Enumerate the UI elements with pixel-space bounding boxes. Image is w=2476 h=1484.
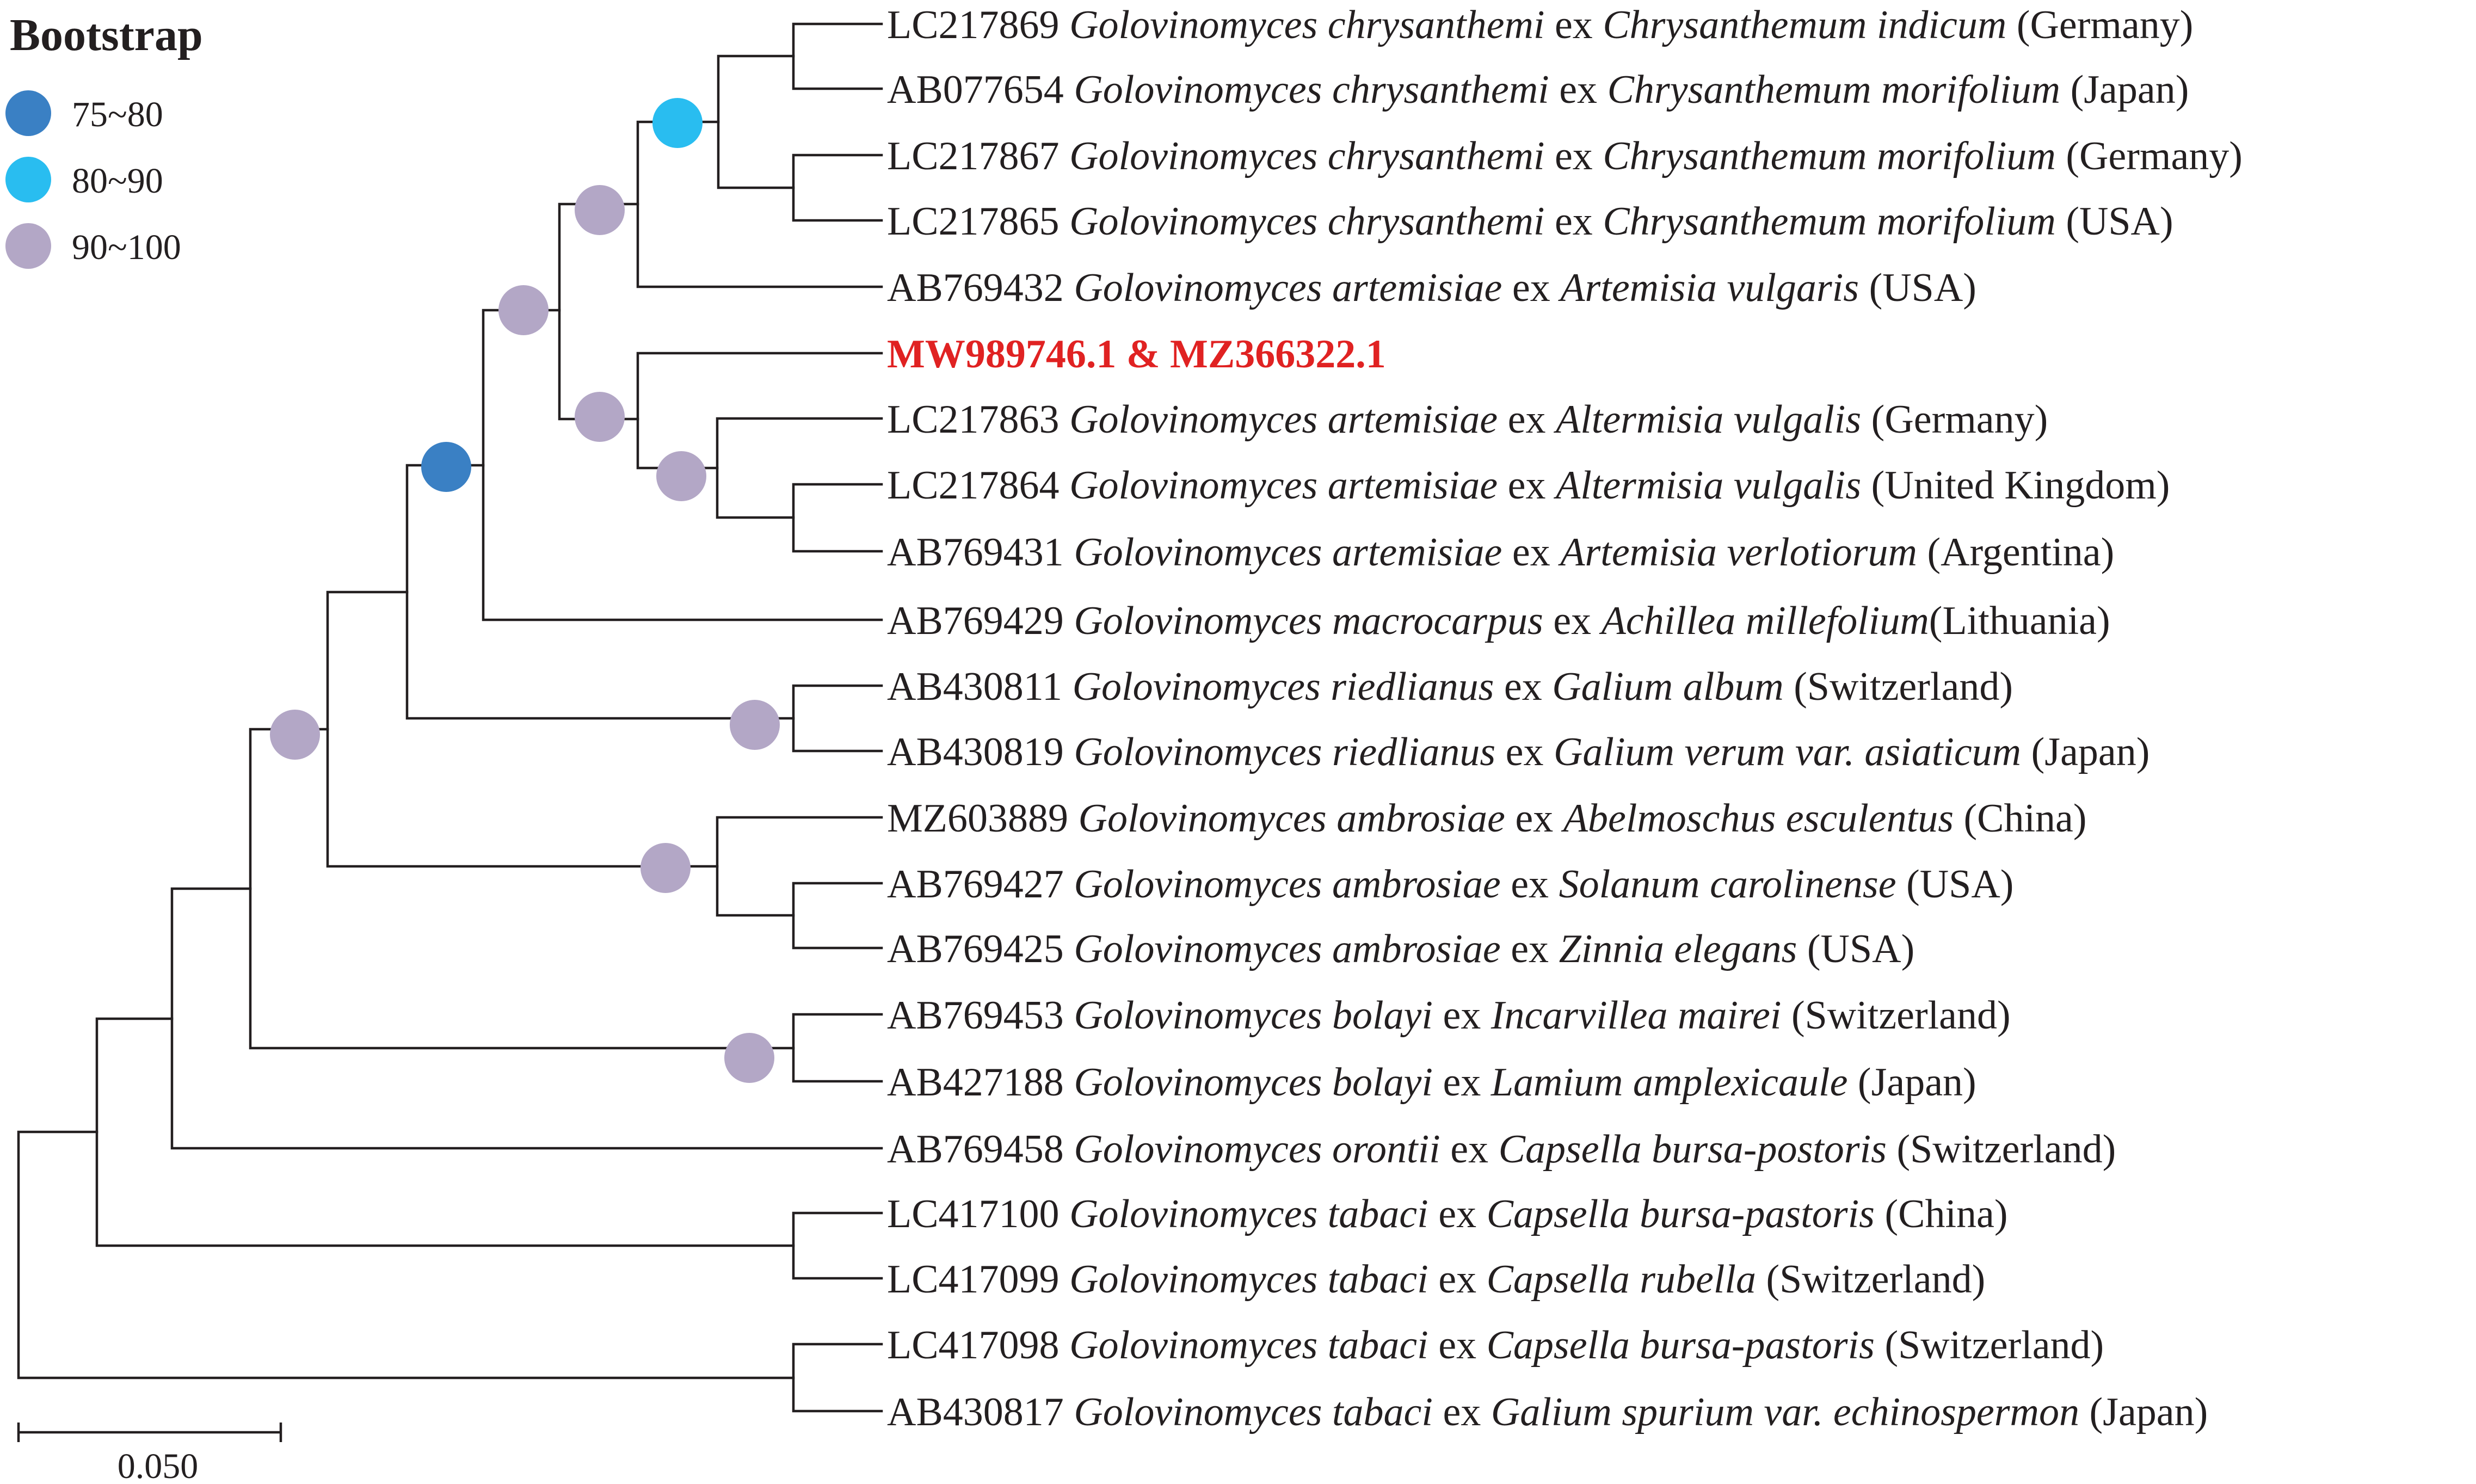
branch <box>249 728 795 1050</box>
taxon-label: LC417100 Golovinomyces tabaci ex Capsell… <box>887 1192 2008 1236</box>
bootstrap-node <box>421 442 471 492</box>
branch <box>716 816 883 917</box>
branch <box>326 590 719 868</box>
taxon-label: AB769429 Golovinomyces macrocarpus ex Ac… <box>887 599 2110 643</box>
taxon-label: LC217867 Golovinomyces chrysanthemi ex C… <box>887 134 2243 178</box>
branch <box>636 352 883 470</box>
taxon-label: AB769458 Golovinomyces orontii ex Capsel… <box>887 1127 2116 1172</box>
branch <box>792 483 883 553</box>
taxon-label: LC417098 Golovinomyces tabaci ex Capsell… <box>887 1323 2104 1368</box>
branch <box>792 882 883 950</box>
scale-bar: 0.050 <box>17 1423 282 1484</box>
branch <box>95 1017 795 1247</box>
branch <box>558 202 639 421</box>
taxon-label: LC217865 Golovinomyces chrysanthemi ex C… <box>887 199 2173 244</box>
legend-title: Bootstrap <box>10 10 203 60</box>
taxon-label: LC417099 Golovinomyces tabaci ex Capsell… <box>887 1257 1985 1302</box>
branch <box>792 684 883 753</box>
taxon-label: AB427188 Golovinomyces bolayi ex Lamium … <box>887 1060 1976 1105</box>
taxon-label: AB769432 Golovinomyces artemisiae ex Art… <box>887 266 1976 310</box>
taxon-label: LC217869 Golovinomyces chrysanthemi ex C… <box>887 3 2193 47</box>
taxon-label: AB769453 Golovinomyces bolayi ex Incarvi… <box>887 993 2011 1038</box>
bootstrap-node <box>640 843 691 893</box>
branch <box>170 887 883 1150</box>
legend-swatch-75-80 <box>5 90 51 136</box>
bootstrap-node <box>656 451 706 501</box>
support-nodes <box>270 98 780 1083</box>
legend-label-75-80: 75~80 <box>72 95 163 134</box>
taxon-label: AB430817 Golovinomyces tabaci ex Galium … <box>887 1390 2208 1434</box>
bootstrap-node <box>498 285 549 335</box>
taxon-label: AB430811 Golovinomyces riedlianus ex Gal… <box>887 664 2013 709</box>
taxon-label: LC217864 Golovinomyces artemisiae ex Alt… <box>887 463 2170 508</box>
taxon-labels: LC217869 Golovinomyces chrysanthemi ex C… <box>887 3 2243 1434</box>
branch <box>17 1130 795 1380</box>
branch <box>792 1211 883 1280</box>
legend-swatch-80-90 <box>5 157 51 202</box>
taxon-label: AB769425 Golovinomyces ambrosiae ex Zinn… <box>887 927 1914 971</box>
highlighted-taxon-label: MW989746.1 & MZ366322.1 <box>887 332 1386 377</box>
legend-label-80-90: 80~90 <box>72 161 163 201</box>
branch <box>792 1343 883 1413</box>
taxon-label: AB077654 Golovinomyces chrysanthemi ex C… <box>887 67 2189 112</box>
taxon-label: AB769431 Golovinomyces artemisiae ex Art… <box>887 530 2114 575</box>
branch <box>792 153 883 222</box>
branch <box>717 54 795 189</box>
legend-label-90-100: 90~100 <box>72 227 181 267</box>
taxon-label: LC217863 Golovinomyces artemisiae ex Alt… <box>887 397 2048 442</box>
bootstrap-node <box>652 98 703 148</box>
bootstrap-node <box>730 700 780 750</box>
bootstrap-legend: Bootstrap 75~80 80~90 90~100 <box>5 10 203 269</box>
scale-bar-label: 0.050 <box>118 1446 199 1484</box>
bootstrap-node <box>575 392 625 442</box>
bootstrap-node <box>575 185 625 235</box>
scale-bar-line <box>17 1423 282 1442</box>
taxon-label: AB769427 Golovinomyces ambrosiae ex Sola… <box>887 862 2013 907</box>
bootstrap-node <box>270 710 320 760</box>
taxon-label: AB430819 Golovinomyces riedlianus ex Gal… <box>887 730 2149 774</box>
bootstrap-node <box>724 1033 774 1083</box>
legend-swatch-90-100 <box>5 223 51 269</box>
branch <box>792 1013 883 1083</box>
taxon-label: MZ603889 Golovinomyces ambrosiae ex Abel… <box>887 796 2087 841</box>
branch <box>792 22 883 90</box>
branch <box>405 464 795 720</box>
branch <box>716 417 883 519</box>
